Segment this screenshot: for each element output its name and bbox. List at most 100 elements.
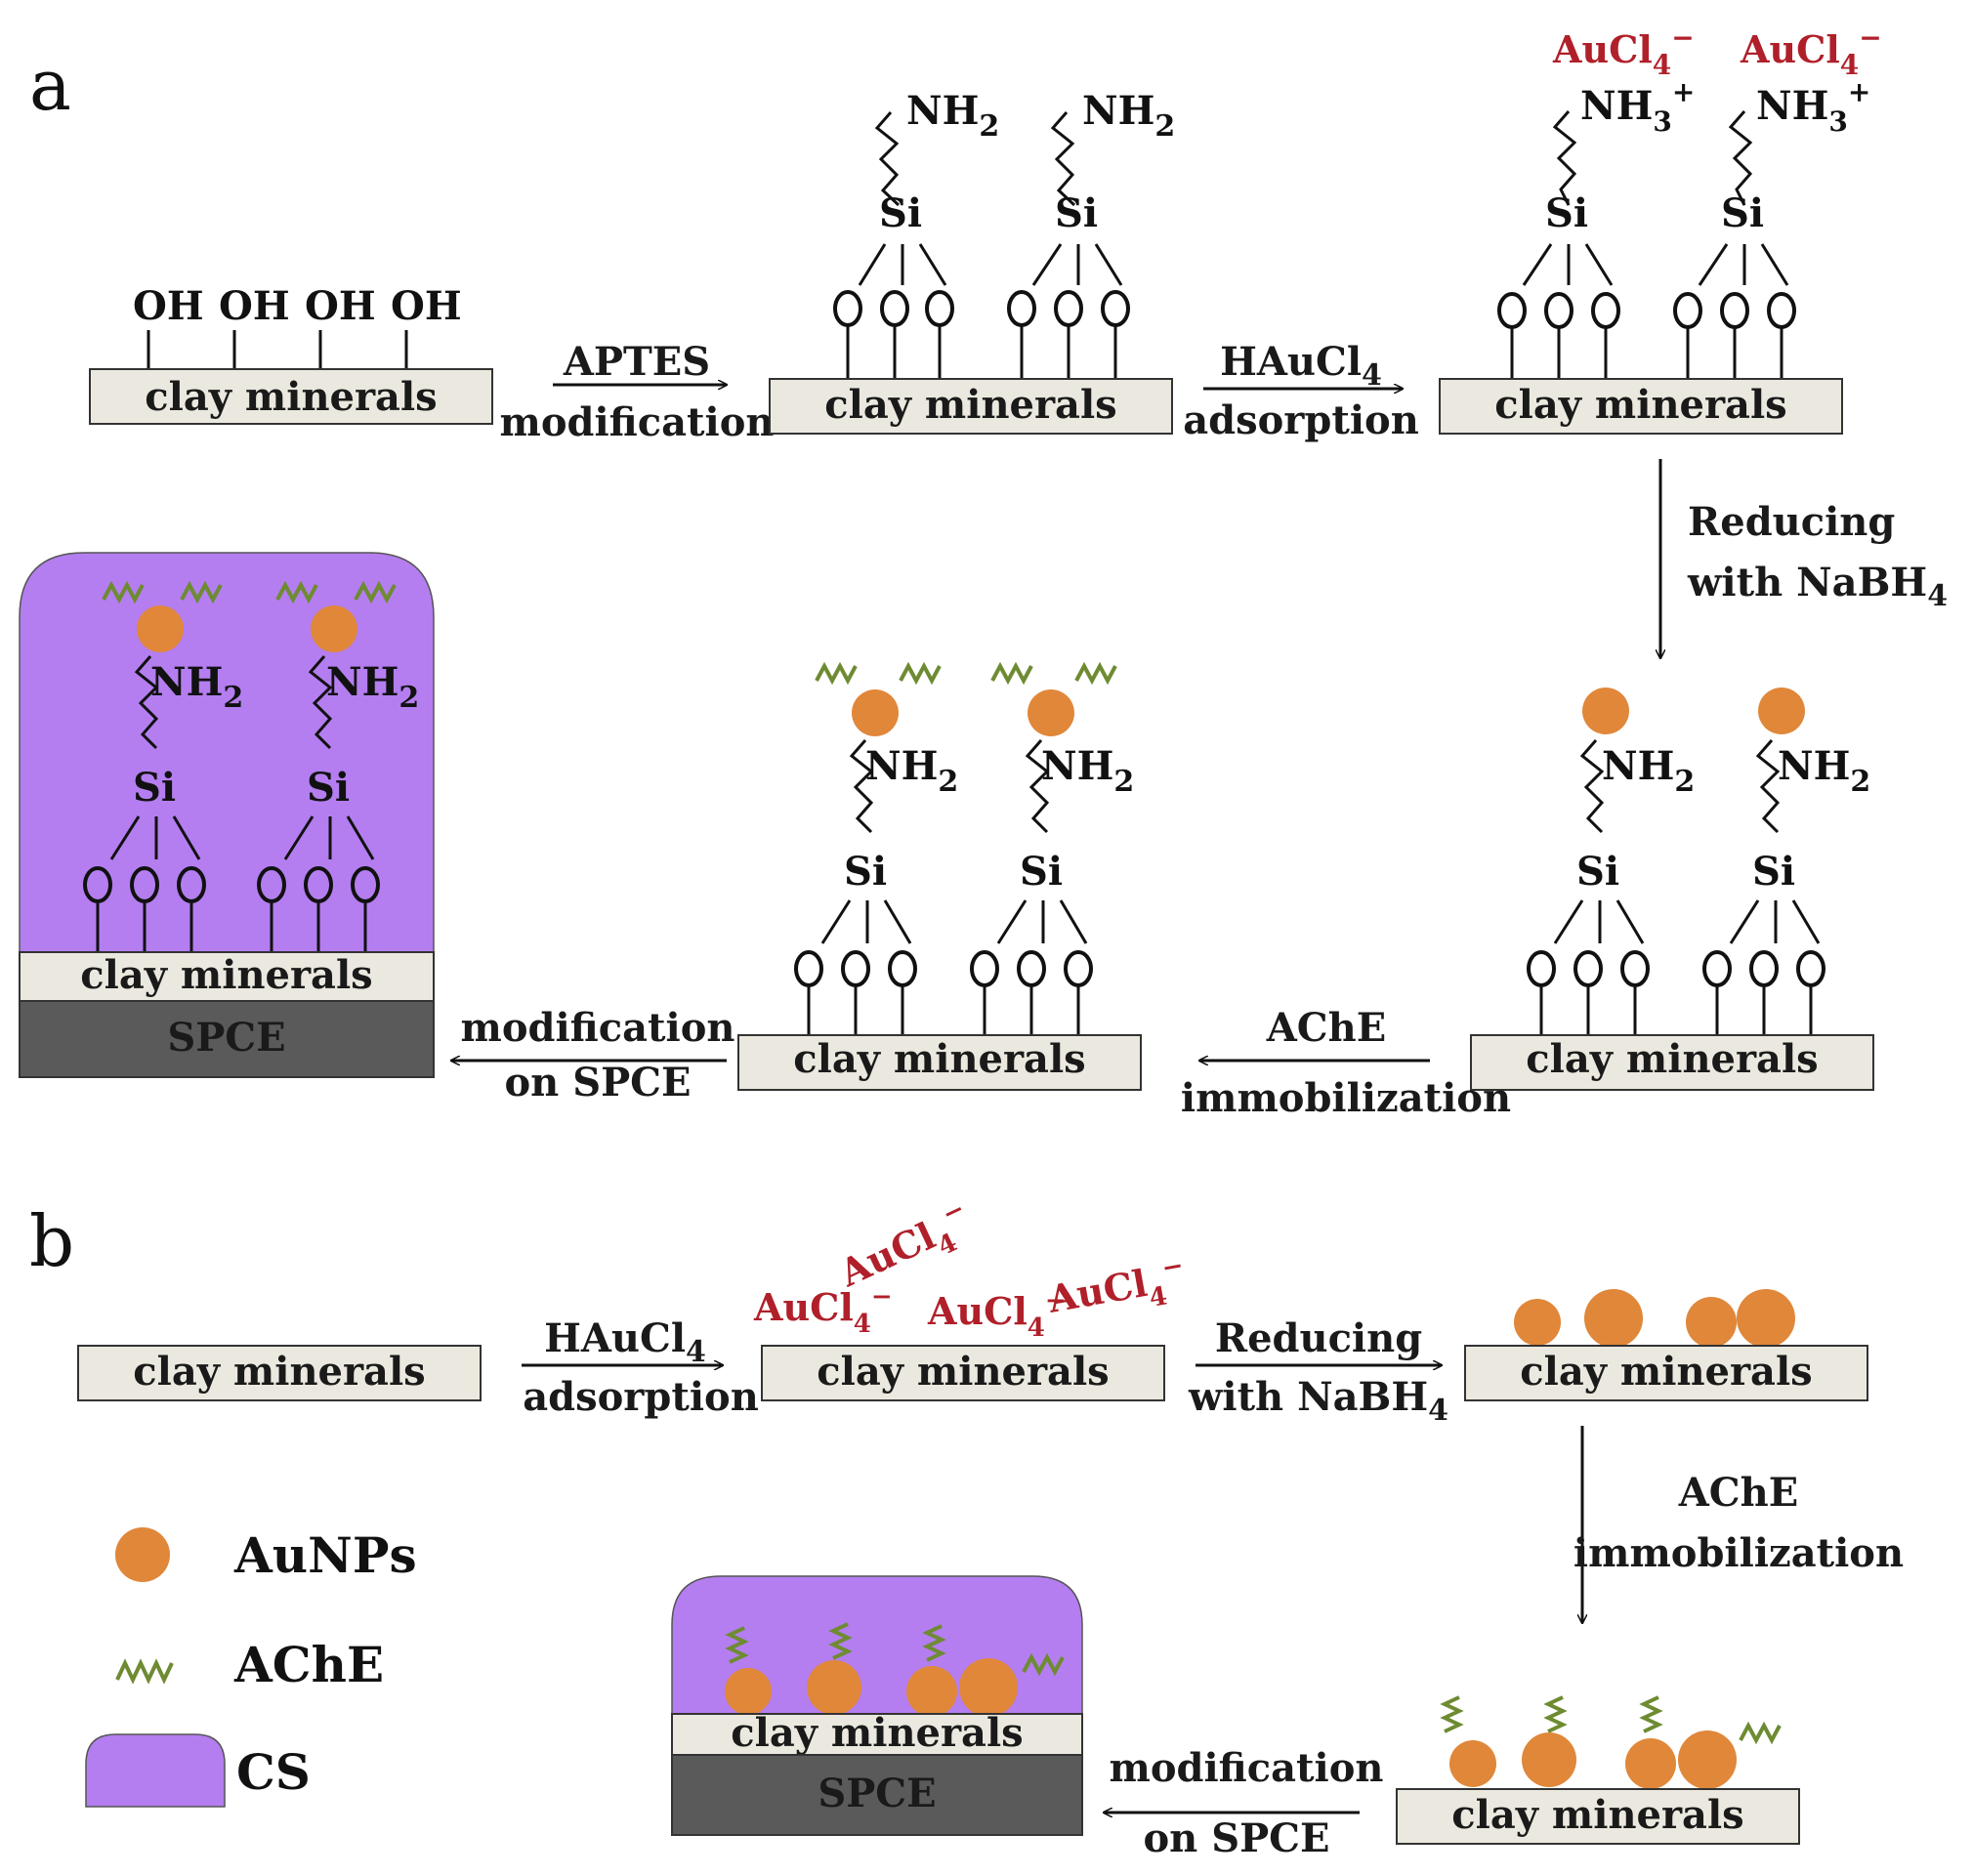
ache-enzyme-icon xyxy=(1543,1695,1568,1733)
modification-label: modification xyxy=(461,1005,735,1051)
silane-group-right: NH2 Si xyxy=(257,580,419,952)
b-step4-ache-clay[interactable]: clay minerals xyxy=(1396,1695,1800,1845)
immobilization-label: immobilization xyxy=(1181,1075,1511,1121)
nh2-label: NH2 xyxy=(150,659,243,715)
clay-minerals-label: clay minerals xyxy=(80,952,372,998)
a-step1-hydroxyl-clay: OH OH OH OH clay minerals xyxy=(89,283,493,425)
nh3-label: NH3+ xyxy=(1756,76,1870,138)
gold-nanoparticle-icon xyxy=(852,689,899,736)
silane-group-left: NH2 Si xyxy=(833,88,999,379)
on-spce-label: on SPCE xyxy=(1144,1815,1330,1861)
a-step2-aptes-clay[interactable]: NH2 Si NH2 Si clay minera xyxy=(769,88,1175,435)
aptes-label: APTES xyxy=(563,339,710,385)
a-arrow-spce: modification on SPCE xyxy=(451,1005,734,1105)
legend-label-cs: CS xyxy=(236,1743,311,1801)
b-step3-aunp-clay[interactable]: clay minerals xyxy=(1464,1289,1868,1401)
b-step5-final-electrode[interactable]: clay minerals SPCE xyxy=(671,1575,1083,1836)
with-nabh4-label: with NaBH4 xyxy=(1687,560,1948,613)
si-label: Si xyxy=(1055,190,1098,236)
clay-minerals-label: clay minerals xyxy=(793,1036,1085,1082)
clay-minerals-box xyxy=(769,378,1173,435)
gold-nanoparticle-icon xyxy=(1514,1299,1561,1346)
silane-group-left: NH2 Si xyxy=(83,580,243,952)
ache-enzyme-icon xyxy=(1440,1695,1464,1733)
b-step2-aucl4-clay[interactable]: AuCl4− AuCl4− AuCl4− AuCl4− clay mineral… xyxy=(753,1194,1191,1401)
b-step1-clay[interactable]: clay minerals xyxy=(77,1345,482,1401)
clay-minerals-box xyxy=(19,951,435,1002)
silane-group-right: NH2 Si xyxy=(970,661,1134,1035)
b-arrow-ache: AChE immobilization xyxy=(1573,1426,1904,1623)
si-label: Si xyxy=(1576,849,1619,895)
aucl4-label: AuCl4− xyxy=(1740,21,1882,81)
ache-enzyme-icon xyxy=(990,661,1033,686)
a-step6-final-electrode[interactable]: NH2 Si NH2 Si xyxy=(19,552,435,1078)
a-arrow-haucl4: HAuCl4 adsorption xyxy=(1183,339,1419,443)
nh2-label: NH2 xyxy=(865,743,958,799)
si-label: Si xyxy=(844,849,887,895)
clay-minerals-label: clay minerals xyxy=(1520,1349,1812,1395)
ache-enzyme-icon xyxy=(1074,661,1117,686)
aptes-modification-label: modification xyxy=(500,399,775,445)
spce-label: SPCE xyxy=(167,1015,285,1061)
ache-enzyme-icon xyxy=(1639,1695,1663,1733)
si-label: Si xyxy=(1752,849,1795,895)
nh2-label: NH2 xyxy=(1602,743,1695,799)
clay-minerals-label: clay minerals xyxy=(1526,1036,1818,1082)
gold-nanoparticle-icon xyxy=(1625,1738,1676,1789)
ache-enzyme-icon xyxy=(922,1624,946,1662)
spce-label: SPCE xyxy=(818,1771,936,1816)
reducing-label: Reducing xyxy=(1215,1315,1422,1361)
ache-enzyme-icon xyxy=(102,580,145,604)
a-arrow-aptes: APTES modification xyxy=(500,339,775,445)
gold-nanoparticle-icon xyxy=(1584,1289,1643,1348)
ache-enzyme-icon xyxy=(115,1658,174,1685)
ache-label: AChE xyxy=(1266,1005,1386,1051)
silane-group-right: AuCl4− NH3+ Si xyxy=(1673,21,1882,379)
silane-group-left: NH2 Si xyxy=(1527,688,1695,1035)
clay-minerals-box xyxy=(1439,378,1843,435)
clay-minerals-label: clay minerals xyxy=(145,374,437,420)
nh3-label: NH3+ xyxy=(1580,76,1695,138)
ache-enzyme-icon xyxy=(899,661,942,686)
clay-minerals-box xyxy=(1470,1034,1874,1091)
ache-enzyme-icon xyxy=(180,580,223,604)
legend-label-ache: AChE xyxy=(233,1636,384,1693)
legend-item-aunps: AuNPs xyxy=(115,1526,417,1584)
gold-nanoparticle-icon xyxy=(1686,1297,1737,1348)
gold-nanoparticle-icon xyxy=(906,1666,957,1717)
gold-nanoparticle-icon xyxy=(311,605,357,652)
gold-nanoparticle-icon xyxy=(1737,1289,1795,1348)
aucl4-label: AuCl4− xyxy=(1552,21,1695,81)
aucl4-label: AuCl4− xyxy=(753,1282,893,1339)
chitosan-film-icon xyxy=(85,1733,226,1808)
gold-nanoparticle-icon xyxy=(1582,688,1629,734)
a-step3-aucl4-clay[interactable]: AuCl4− NH3+ Si AuCl4− NH3+ Si xyxy=(1439,21,1882,435)
with-nabh4-label: with NaBH4 xyxy=(1188,1374,1448,1428)
on-spce-label: on SPCE xyxy=(505,1060,692,1105)
si-label: Si xyxy=(1721,190,1764,236)
ache-enzyme-icon xyxy=(815,661,858,686)
a-step4-aunp-clay[interactable]: NH2 Si NH2 Si clay xyxy=(1470,688,1874,1091)
oh-label: OH xyxy=(305,283,376,329)
immobilization-label: immobilization xyxy=(1573,1530,1904,1576)
legend-item-cs: CS xyxy=(85,1733,311,1808)
spce-electrode xyxy=(671,1754,1083,1836)
si-label: Si xyxy=(133,765,176,811)
clay-minerals-box xyxy=(737,1034,1142,1091)
b-arrow-spce: modification on SPCE xyxy=(1104,1745,1383,1861)
gold-nanoparticle-icon xyxy=(725,1668,772,1715)
a-step5-ache-clay[interactable]: NH2 Si NH2 Si xyxy=(737,661,1142,1091)
legend-label-aunps: AuNPs xyxy=(233,1526,417,1584)
gold-nanoparticle-icon xyxy=(1758,688,1805,734)
gold-nanoparticle-icon xyxy=(807,1660,861,1715)
gold-nanoparticle-icon xyxy=(959,1658,1018,1717)
modification-label: modification xyxy=(1110,1745,1384,1791)
legend-item-ache: AChE xyxy=(115,1636,384,1693)
ache-enzyme-icon xyxy=(275,580,318,604)
si-label: Si xyxy=(1545,190,1588,236)
nh2-label: NH2 xyxy=(1041,743,1134,799)
panel-a-label: a xyxy=(29,44,71,126)
clay-minerals-box xyxy=(1464,1345,1868,1401)
clay-minerals-box xyxy=(77,1345,482,1401)
